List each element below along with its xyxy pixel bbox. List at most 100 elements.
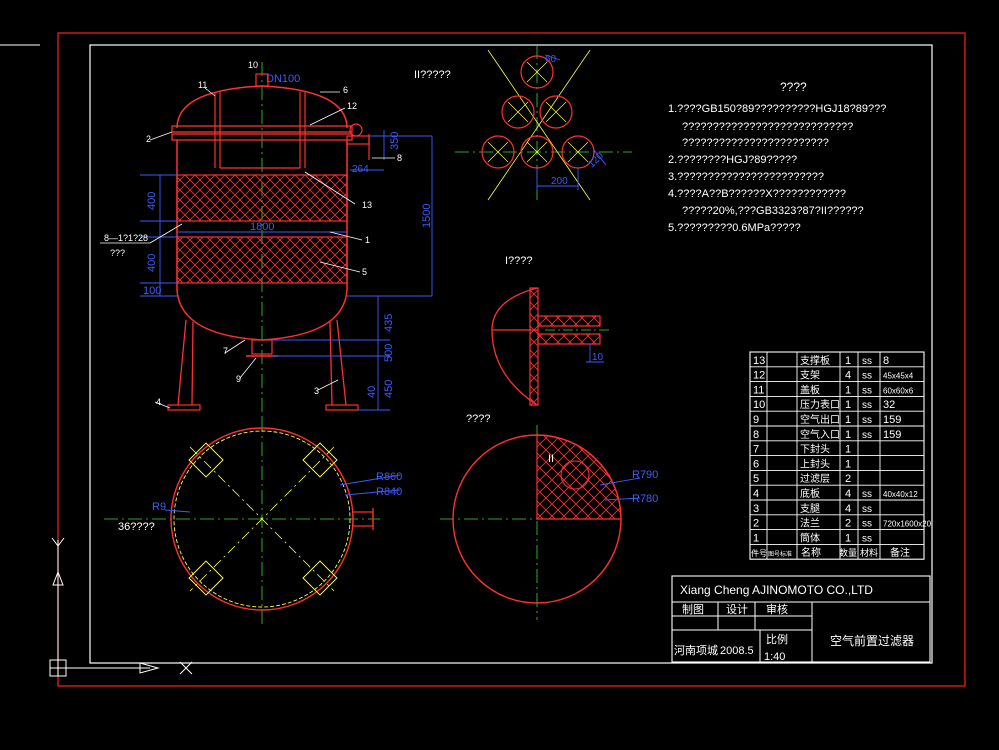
parts-row-name: 压力表口 (800, 398, 840, 411)
callout-4: 4 (156, 397, 161, 407)
parts-row-note: 8 (883, 355, 889, 367)
note-line-2: ???????????????????????????? (682, 121, 853, 133)
parts-row-note: 40x40x12 (883, 490, 918, 499)
dim-264: 264 (352, 164, 369, 175)
parts-row-note: 45x45x4 (883, 372, 914, 381)
parts-row-name: 上封头 (800, 457, 830, 470)
callout-8: 8 (397, 153, 402, 163)
parts-row-material: ss (862, 415, 872, 426)
outer-red-frame (57, 32, 966, 687)
parts-header-qty: 数量 (839, 547, 857, 558)
parts-row-material: ss (862, 385, 872, 396)
parts-row-name: 筒体 (800, 531, 820, 544)
front-view (100, 62, 433, 420)
dim-top-nozzle: DN100 (266, 73, 300, 85)
company-name: Xiang Cheng AJINOMOTO CO.,LTD (680, 583, 873, 597)
parts-row-no: 9 (753, 414, 759, 426)
parts-row-note: 159 (883, 429, 901, 441)
callout-11: 11 (198, 80, 207, 90)
design-label: 设计 (726, 603, 748, 616)
parts-row-material: ss (862, 533, 872, 544)
hole-pattern (455, 45, 632, 201)
dim-435: 435 (383, 314, 395, 332)
note-line-1: 1.????GB150?89??????????HGJ18?89??? (668, 103, 886, 115)
parts-row-qty: 1 (845, 355, 851, 367)
parts-row-qty: 1 (845, 399, 851, 411)
parts-row-material: ss (862, 519, 872, 530)
top-view-label: II????? (414, 69, 451, 81)
dim-400-upper: 400 (146, 192, 158, 210)
ii-marker: II (548, 453, 554, 465)
dim-100: 100 (143, 285, 161, 297)
dim-1500: 1500 (421, 204, 433, 228)
parts-row-name: 底板 (800, 487, 820, 500)
drawing-title: 空气前置过滤器 (830, 633, 914, 648)
parts-row-no: 5 (753, 473, 759, 485)
parts-header-name: 名称 (801, 546, 821, 559)
parts-header-note: 备注 (890, 546, 910, 559)
parts-row-qty: 1 (845, 458, 851, 470)
parts-row-name: 过滤层 (800, 472, 830, 485)
parts-row-material: ss (862, 489, 872, 500)
dim-r840: R840 (376, 486, 402, 498)
parts-row-note: 60x60x6 (883, 386, 914, 395)
parts-row-no: 12 (753, 370, 765, 382)
parts-row-note: 32 (883, 399, 895, 411)
dim-1800: 1800 (250, 221, 274, 233)
parts-row-qty: 1 (845, 384, 851, 396)
review-label: 审核 (766, 602, 788, 616)
parts-header-material: 材料 (860, 547, 878, 558)
parts-row-no: 3 (753, 503, 759, 515)
note-line-4: 2.????????HGJ?89????? (668, 154, 797, 166)
dim-200: 200 (551, 176, 568, 187)
parts-header-no: 件号 (751, 548, 767, 558)
section-detail (491, 287, 610, 406)
plan-view (104, 418, 401, 625)
parts-row-no: 11 (753, 384, 764, 396)
callout-3: 3 (314, 386, 319, 396)
dim-r9: R9 (152, 501, 166, 513)
parts-header-code: 图号标准 (768, 550, 792, 558)
callout-9: 9 (236, 374, 241, 384)
bottom-view-label: ???? (466, 413, 490, 425)
note-line-8: 5.?????????0.6MPa????? (668, 222, 801, 234)
dim-120: 120 (586, 150, 606, 170)
parts-row-qty: 1 (845, 429, 851, 441)
parts-row-name: 空气入口 (800, 428, 840, 441)
parts-row-qty: 1 (845, 532, 851, 544)
parts-row-qty: 4 (845, 488, 851, 500)
parts-row-material: ss (862, 504, 872, 515)
parts-row-material: ss (862, 356, 872, 367)
callout-1: 1 (365, 235, 370, 245)
parts-row-name: 下封头 (800, 443, 830, 456)
dim-60: 60 (545, 54, 557, 65)
parts-row-name: 支架 (800, 370, 820, 382)
parts-row-name: 法兰 (800, 517, 820, 530)
ucs-icon (49, 537, 193, 677)
section-view-label: I???? (505, 255, 533, 267)
note-line-7: ?????20%,???GB3323?87?II?????? (682, 205, 864, 217)
parts-row-no: 2 (753, 518, 759, 530)
drawn-label: 制图 (682, 603, 704, 616)
parts-row-note: 159 (883, 414, 901, 426)
hole-note-2: ??? (110, 248, 125, 258)
dim-40: 40 (366, 386, 378, 398)
parts-row-no: 6 (753, 458, 759, 470)
location-text: 河南项城 (674, 644, 718, 657)
parts-row-qty: 1 (845, 414, 851, 426)
date-text: 2008.5 (720, 645, 754, 657)
title-block (671, 575, 931, 663)
callout-5: 5 (362, 267, 367, 277)
parts-row-no: 4 (753, 488, 759, 500)
parts-row-note: 720x1600x20 (883, 520, 932, 529)
parts-row-qty: 2 (845, 473, 851, 485)
dim-400-lower: 400 (146, 254, 158, 272)
parts-row-material: ss (862, 371, 872, 382)
dim-10: 10 (592, 352, 604, 363)
note-line-6: 4.????A??B??????X???????????? (668, 188, 846, 200)
parts-row-no: 13 (753, 355, 765, 367)
technical-notes: ???? 1.????GB150?89??????????HGJ18?89???… (668, 80, 886, 234)
parts-row-material: ss (862, 430, 872, 441)
